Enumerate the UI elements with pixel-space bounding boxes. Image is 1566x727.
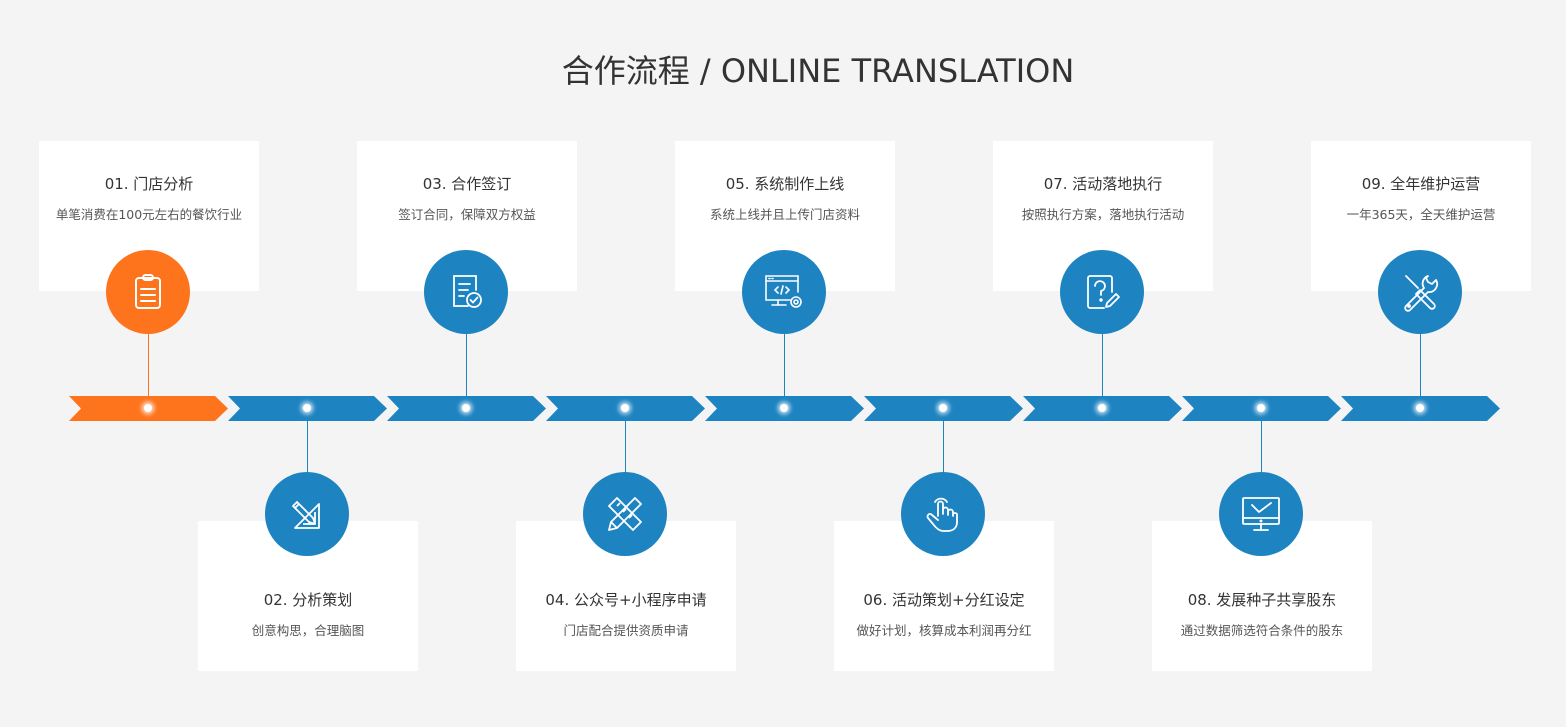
step-icon-circle-05	[742, 250, 826, 334]
step-description: 通过数据筛选符合条件的股东	[1180, 623, 1344, 638]
step-description: 做好计划，核算成本利润再分红	[856, 623, 1032, 638]
timeline-dot	[780, 404, 788, 412]
step-description: 签订合同，保障双方权益	[398, 207, 536, 222]
connector-line	[784, 330, 785, 400]
step-description: 按照执行方案，落地执行活动	[1021, 207, 1185, 222]
step-icon-circle-04	[583, 472, 667, 556]
step-icon-circle-01	[106, 250, 190, 334]
step-description: 一年365天，全天维护运营	[1346, 207, 1496, 222]
step-title: 05. 系统制作上线	[725, 175, 845, 193]
step-description: 门店配合提供资质申请	[563, 623, 689, 638]
step-description: 单笔消费在100元左右的餐饮行业	[55, 207, 243, 222]
page-title: 合作流程 / ONLINE TRANSLATION	[561, 52, 1075, 90]
timeline-dot	[1098, 404, 1106, 412]
clipboard-icon	[135, 274, 161, 309]
timeline-dot	[462, 404, 470, 412]
step-icon-circle-02	[265, 472, 349, 556]
step-icon-circle-06	[901, 472, 985, 556]
connector-line	[1261, 418, 1262, 478]
step-icon-circle-07	[1060, 250, 1144, 334]
connector-line	[148, 330, 149, 400]
step-card-01: 01. 门店分析 单笔消费在100元左右的餐饮行业	[39, 141, 259, 291]
connector-line	[943, 418, 944, 478]
step-description: 系统上线并且上传门店资料	[709, 207, 860, 222]
timeline-dot	[939, 404, 947, 412]
step-title: 07. 活动落地执行	[1043, 175, 1163, 193]
step-icon-circle-03	[424, 250, 508, 334]
step-title: 03. 合作签订	[422, 175, 512, 193]
step-title: 06. 活动策划+分红设定	[863, 591, 1025, 609]
step-icon-circle-08	[1219, 472, 1303, 556]
step-title: 08. 发展种子共享股东	[1187, 591, 1337, 609]
timeline-dot	[144, 404, 152, 412]
ruler-pencil-icon	[608, 497, 642, 531]
connector-line	[307, 418, 308, 478]
timeline-dot	[1257, 404, 1265, 412]
connector-line	[1102, 330, 1103, 400]
step-description: 创意构思，合理脑图	[251, 623, 365, 638]
step-title: 04. 公众号+小程序申请	[545, 591, 707, 609]
step-title: 01. 门店分析	[104, 175, 194, 193]
question-note-pen-icon	[1087, 275, 1120, 309]
monitor-code-gear-icon	[765, 275, 802, 308]
hand-tap-icon	[926, 497, 958, 532]
connector-line	[1420, 330, 1421, 400]
step-title: 09. 全年维护运营	[1361, 175, 1481, 193]
step-card-08: 08. 发展种子共享股东 通过数据筛选符合条件的股东	[1152, 521, 1372, 671]
contract-check-icon	[453, 275, 482, 308]
timeline-dot	[621, 404, 629, 412]
step-title: 02. 分析策划	[263, 591, 353, 609]
timeline-dot	[303, 404, 311, 412]
monitor-check-icon	[1242, 497, 1280, 531]
step-icon-circle-09	[1378, 250, 1462, 334]
tools-wrench-screwdriver-icon	[1404, 275, 1439, 312]
connector-line	[466, 330, 467, 400]
connector-line	[625, 418, 626, 478]
timeline-dot	[1416, 404, 1424, 412]
design-pencil-icon	[292, 501, 320, 529]
